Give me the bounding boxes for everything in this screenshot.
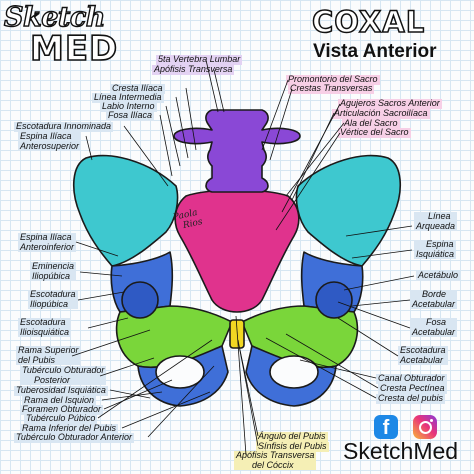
- label-rama-inferior-pubis: Rama Inferior del Pubis: [20, 423, 119, 434]
- footer-brand: SketchMed: [343, 438, 459, 464]
- page-title: COXAL: [311, 5, 426, 39]
- label-vertice-sacro: Vértice del Sacro: [338, 127, 411, 138]
- left-iliac-wing: [72, 154, 179, 267]
- label-sinfisis-pubis: Sínfisis del Pubis: [256, 441, 329, 452]
- label-cresta-pubis: Cresta del pubis: [376, 393, 446, 404]
- page-subtitle: Vista Anterior: [313, 41, 437, 62]
- label-rama-isquion: Rama del Isquion: [22, 395, 97, 406]
- label-linea-intermedia: Línea Intermedia: [92, 92, 164, 103]
- label-promontorio-sacro: Promontorio del Sacro: [286, 74, 380, 85]
- brand-sketch: Sketch: [3, 2, 106, 33]
- label-canal-obturador: Canal Obturador: [376, 373, 447, 384]
- label-labio-interno: Labio Interno: [100, 101, 157, 112]
- label-foramen-obturador: Foramen Obturador: [20, 404, 104, 415]
- lumbar-vertebra: [173, 109, 301, 193]
- label-tuberculo-obturador-anterior: Tubérculo Obturador Anterior: [14, 432, 135, 443]
- label-ala-sacro: Ala del Sacro: [342, 118, 400, 129]
- label-crestas-transversas: Crestas Transversas: [288, 83, 375, 94]
- label-apofisis-transversa: Apófisis Transversa: [152, 64, 235, 75]
- label-vertebra-lumbar: 5ta Vertebra Lumbar: [156, 54, 243, 65]
- label-agujeros-sacros: Agujeros Sacros Anterior: [338, 98, 442, 109]
- label-cresta-pectinea: Cresta Pectínea: [378, 383, 447, 394]
- right-iliac-wing: [295, 154, 402, 267]
- label-tuberculo-pubico: Tubérculo Púbico: [24, 413, 98, 424]
- label-escotadura-innominada: Escotadura Innominada: [14, 121, 114, 132]
- label-angulo-pubis: Ángulo del Pubis: [256, 431, 328, 442]
- sacrum: [174, 189, 300, 313]
- label-articulacion-sacroiliaca: Articulación Sacroilíaca: [332, 108, 430, 119]
- label-tuberosidad-isquiatica: Tuberosidad Isquiática: [14, 385, 108, 396]
- facebook-icon[interactable]: f: [374, 415, 398, 439]
- label-fosa-iliaca: Fosa Ilíaca: [106, 110, 155, 121]
- label-acetabulo: Acetábulo: [416, 270, 461, 281]
- instagram-icon[interactable]: [413, 415, 437, 439]
- label-cresta-iliaca: Cresta Ilíaca: [110, 83, 165, 94]
- brand-med: MED: [29, 29, 119, 69]
